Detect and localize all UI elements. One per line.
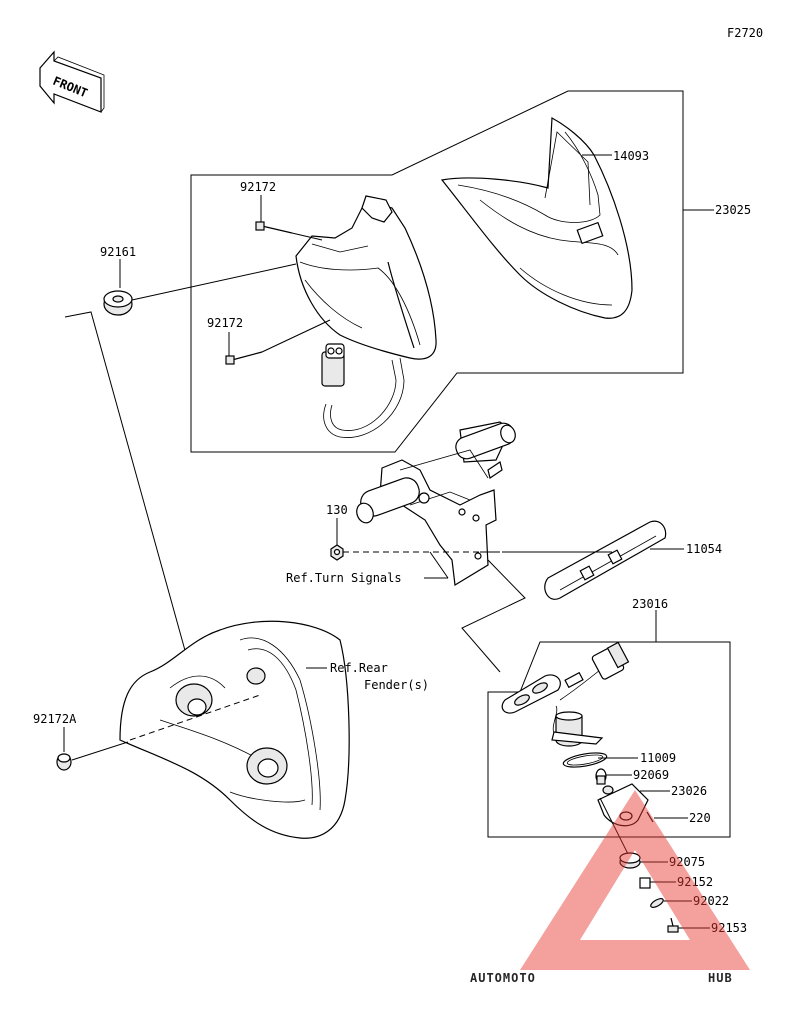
front-arrow-icon: FRONT [39, 50, 105, 113]
label-92075: 92075 [669, 855, 705, 869]
label-92153: 92153 [711, 921, 747, 935]
label-fender: Fender(s) [364, 678, 429, 692]
bolt-92153 [667, 917, 679, 933]
assembly-23025-boundary [190, 90, 684, 453]
label-92022: 92022 [693, 894, 729, 908]
grommet-92161 [103, 290, 133, 316]
screw-92172-upper [255, 221, 293, 234]
label-92152: 92152 [677, 875, 713, 889]
lens-23026 [597, 783, 649, 827]
spacer-92152 [639, 877, 651, 889]
grommet-92172A [56, 753, 72, 771]
washer-92022 [650, 898, 664, 908]
label-23026: 23026 [671, 784, 707, 798]
label-220: 220 [689, 811, 711, 825]
screw-220 [646, 811, 654, 823]
nut-130 [330, 544, 344, 561]
label-92172A: 92172A [33, 712, 77, 726]
label-92172-lower: 92172 [207, 316, 243, 330]
screw-92172-lower [225, 351, 263, 365]
figure-code: F2720 [727, 26, 763, 40]
socket-wire-23016 [551, 641, 630, 747]
label-92069: 92069 [633, 768, 669, 782]
watermark-hub: HUB [708, 971, 733, 985]
license-bracket [356, 421, 516, 586]
license-lamp-base [501, 674, 561, 714]
label-11054: 11054 [686, 542, 722, 556]
label-23016: 23016 [632, 597, 668, 611]
watermark-automoto: AUTOMOTO [470, 971, 536, 985]
label-11009: 11009 [640, 751, 676, 765]
label-ref-turn-signals: Ref.Turn Signals [286, 571, 402, 585]
label-14093: 14093 [613, 149, 649, 163]
lens-cover-14093 [440, 117, 633, 319]
reflector-bracket-11054 [544, 520, 667, 600]
tail-lamp-housing [295, 195, 437, 438]
label-92172-upper: 92172 [240, 180, 276, 194]
watermark-logo: AUTOMOTO HUB [470, 790, 750, 985]
label-92161: 92161 [100, 245, 136, 259]
collar-92075 [619, 852, 641, 869]
rear-fender [119, 620, 350, 839]
gasket-11009 [562, 752, 608, 768]
label-23025: 23025 [715, 203, 751, 217]
bulb-92069 [595, 768, 607, 785]
label-130: 130 [326, 503, 348, 517]
label-ref-rear: Ref.Rear [330, 661, 388, 675]
